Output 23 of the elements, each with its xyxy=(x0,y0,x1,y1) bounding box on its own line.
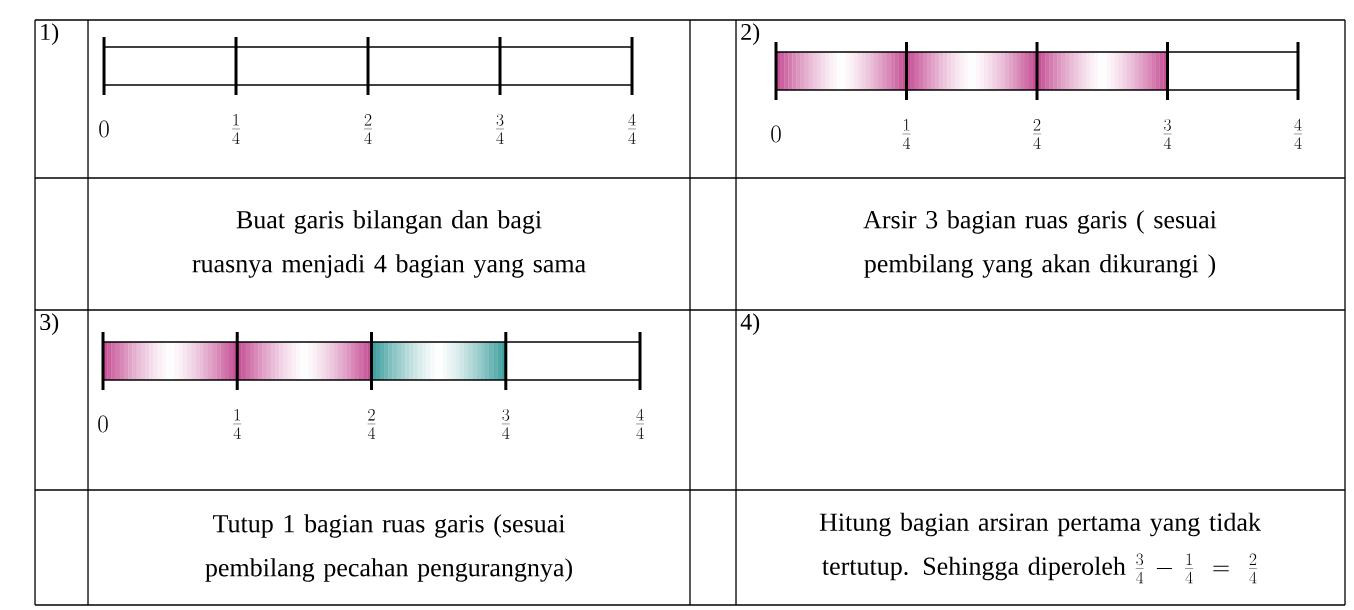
tick-label: $0$ xyxy=(98,415,108,433)
cell-text: Arsir 3 bagian ruas garis ( sesuai pembilang yang akan dikurangi ) xyxy=(863,210,1217,278)
cell-text: Buat garis bilangan dan bagi ruasnya menjadi 4 bagian yang sama xyxy=(192,210,586,278)
tick-label: $\frac{3}{4}$ xyxy=(1163,118,1172,149)
tick-label: $\frac{2}{4}$ xyxy=(1033,118,1041,149)
tick-label: $\frac{1}{4}$ xyxy=(902,118,911,149)
cell-text: Tutup 1 bagian ruas garis (sesuai pembilang pecahan pengurangnya) xyxy=(205,514,572,582)
tick-label: $\frac{2}{4}$ xyxy=(364,113,372,144)
tick-label: $\frac{1}{4}$ xyxy=(233,408,242,439)
tick-label: $\frac{4}{4}$ xyxy=(636,408,644,439)
tick-label: $\frac{4}{4}$ xyxy=(628,113,636,144)
cell-number: 2) xyxy=(741,23,760,45)
tick-label: $\frac{3}{4}$ xyxy=(501,408,510,439)
cell-text: Hitung bagian arsiran pertama yang tidak tertutup. Sehingga diperoleh $\frac{3}{4}-\frac{1}{4}=\frac{2}{4}$ xyxy=(819,512,1261,584)
tick-label: $\frac{1}{4}$ xyxy=(232,113,240,144)
tick-label: $0$ xyxy=(99,120,109,138)
cell-number: 4) xyxy=(740,313,760,335)
tick-label: $0$ xyxy=(771,125,781,143)
tick-label: $\frac{4}{4}$ xyxy=(1294,118,1302,149)
cell-number: 3) xyxy=(40,313,59,335)
cell-number: 1) xyxy=(41,23,59,45)
tick-label: $\frac{2}{4}$ xyxy=(367,408,376,439)
tick-label: $\frac{3}{4}$ xyxy=(496,113,504,144)
